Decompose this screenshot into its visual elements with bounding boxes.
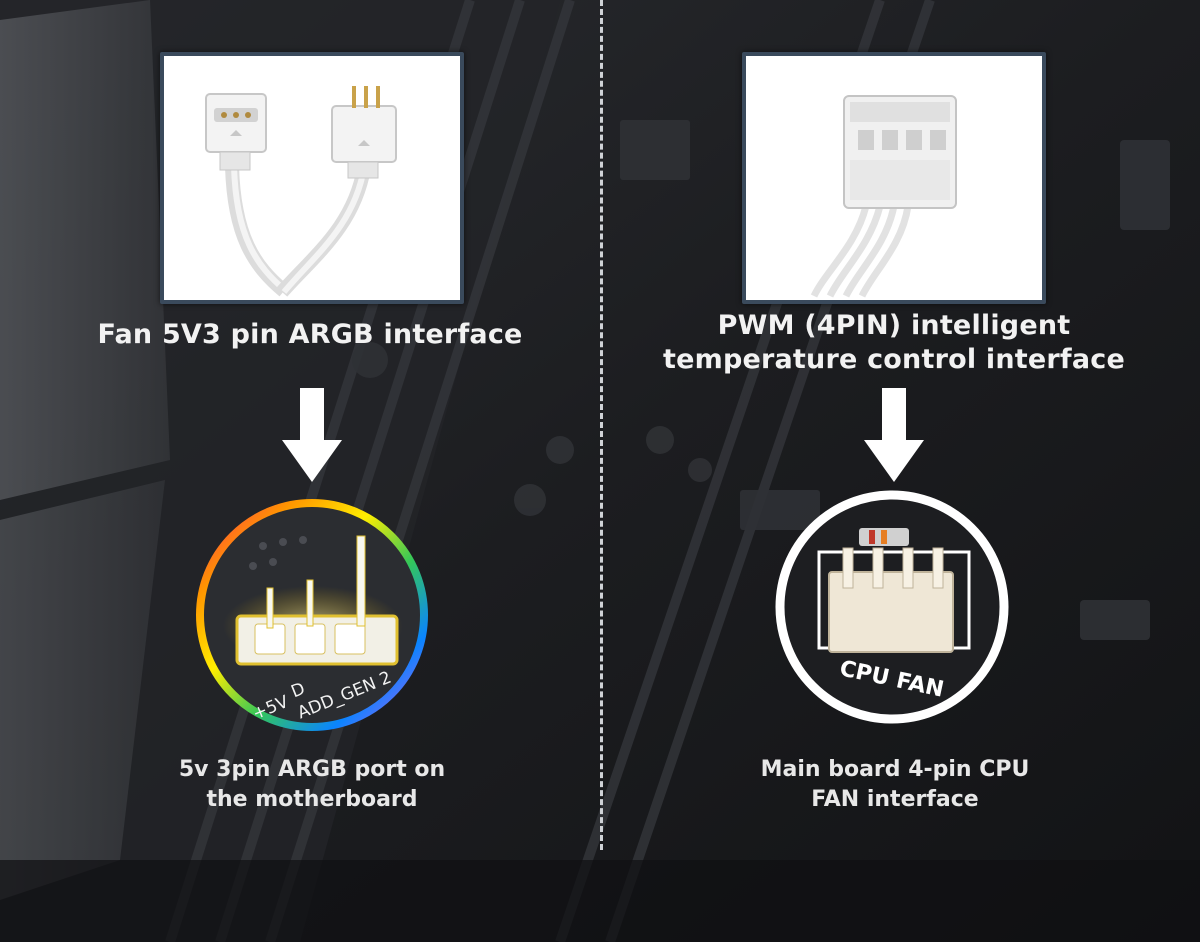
- pwm-connector-caption-line2: temperature control interface: [663, 344, 1125, 375]
- argb-port-caption-line2: the motherboard: [206, 787, 418, 812]
- pwm-panel: PWM (4PIN) intelligent temperature contr…: [600, 0, 1200, 942]
- cpu-fan-port-caption-line2: FAN interface: [811, 787, 979, 812]
- argb-port-caption: 5v 3pin ARGB port on the motherboard: [112, 755, 512, 815]
- argb-connector-caption: Fan 5V3 pin ARGB interface: [97, 319, 523, 350]
- down-arrow-icon: [282, 388, 342, 482]
- cpu-fan-port-caption-line1: Main board 4-pin CPU: [760, 757, 1030, 782]
- argb-connector-photo: [160, 52, 464, 304]
- argb-connector-icon: [205, 86, 397, 297]
- argb-panel: Fan 5V3 pin ARGB interface: [97, 52, 523, 815]
- argb-port-caption-line1: 5v 3pin ARGB port on: [178, 757, 446, 782]
- argb-port-photo: +5V D ADD_GEN 2: [193, 496, 431, 734]
- center-divider: [600, 0, 603, 850]
- cpu-fan-port-caption: Main board 4-pin CPU FAN interface: [695, 755, 1095, 815]
- pwm-connector-icon: [810, 95, 957, 298]
- pwm-connector-caption-line1: PWM (4PIN) intelligent: [717, 310, 1071, 341]
- down-arrow-icon: [864, 388, 924, 482]
- cpu-fan-port-photo: CPU FAN: [773, 488, 1011, 726]
- pwm-connector-photo: [742, 52, 1046, 304]
- pwm-connector-caption: PWM (4PIN) intelligent temperature contr…: [614, 309, 1174, 377]
